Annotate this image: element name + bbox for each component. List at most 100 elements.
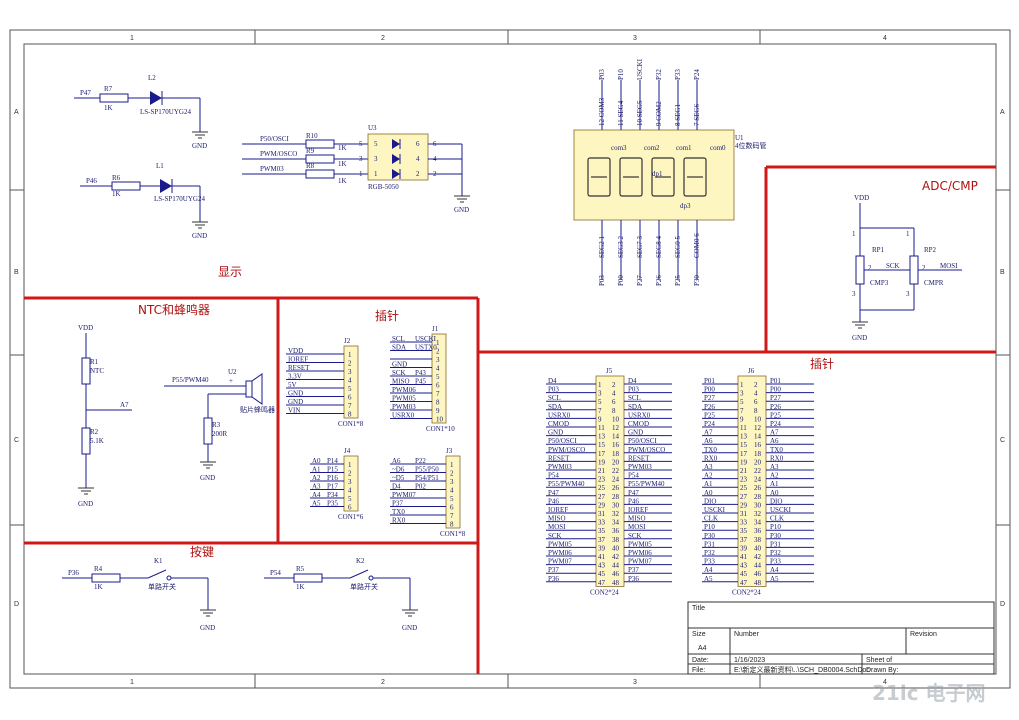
net-label: P33 [704,558,715,566]
pin-number: 1 [852,230,856,238]
value-label: 1K [112,190,121,198]
net-label: A7 [120,401,129,409]
pin-number: 2 [416,170,420,178]
net-label: A2 [704,472,713,480]
pin-number: 1 [348,461,352,469]
seg-bottom-pin-label: SEG3 2 [617,236,625,258]
frame-outer [9,29,1011,689]
seg-digit [651,157,675,197]
net-label: P22 [415,457,426,465]
pin-number: 1 [348,351,352,359]
net-label: CMPR [924,279,944,287]
pin-number: 22 [754,467,762,475]
net-label: GND [628,429,643,437]
net-label: P50/OSCI [260,135,289,143]
net-label: A3 [704,463,713,471]
net-label: P01 [704,377,715,385]
pin-number: 18 [754,450,762,458]
ref-label: R3 [212,421,221,429]
net-label: P00 [770,386,781,394]
net-label: D4 [392,483,401,491]
pin-number: 42 [612,553,620,561]
section-title-keys: 按键 [190,545,214,559]
pin-number: 19 [740,458,748,466]
file-value: E:\新定义最新资料\..\SCH_DB0004.SchDoc [734,665,870,674]
pin-number: 24 [754,476,762,484]
net-label: PWM05 [392,395,416,403]
gnd-label: GND [200,624,215,632]
pin-number: 4 [436,365,440,373]
pin-number: 48 [612,579,620,587]
vdd-label: VDD [78,324,93,332]
part-label: 4位数码管 [735,141,767,150]
pin-number: 39 [598,544,606,552]
net-label: P54 [270,569,281,577]
pin-number: 3 [348,368,352,376]
frame-row-label: C [14,437,19,444]
net-label: P36 [548,575,559,583]
net-label: RESET [288,364,310,372]
net-label: GND [288,398,303,406]
pin-number: 29 [598,501,606,509]
ref-label: L1 [156,162,164,170]
pin-number: 46 [612,570,620,578]
ref-label: U2 [228,368,237,376]
net-label: P17 [327,483,338,491]
net-label: P26 [770,403,781,411]
connector-body [343,455,359,512]
value-label: NTC [90,367,104,375]
net-label: P37 [628,566,639,574]
net-label: D4 [628,377,637,385]
part-label: CON2*24 [590,588,619,596]
pin-number: 2 [922,264,926,272]
seg-top-pin-label: 12 COM3 [598,97,606,126]
frame-col-label: 4 [883,679,887,686]
net-label: A7 [770,429,779,437]
seg-top-net: P32 [655,69,663,80]
pin-number: 1 [598,381,602,389]
drawn-by-label: Drawn By: [866,667,898,674]
net-label: P55/PWM40 [548,480,585,488]
net-label: CLK [770,515,784,523]
seg-top-pin-label: 8 SEG1 [674,104,682,126]
part-label: 单路开关 [148,582,176,591]
section-title-adc: ADC/CMP [922,179,978,193]
net-label: P54/P51 [415,474,439,482]
file-label: File: [692,667,705,674]
rgb-led-u3: P50/OSCI PWM/OSCO PWM03 R10 R9 R8 1K 1K … [242,124,470,214]
pin-number: 17 [740,450,748,458]
pin-number: 1 [374,170,378,178]
seg-com-label: com3 [611,144,627,152]
net-label: SCL [548,394,561,402]
seg-com-label: com2 [644,144,660,152]
gnd-label: GND [402,624,417,632]
pin-number: 1 [740,381,744,389]
gnd-label: GND [78,500,93,508]
pin-number: 6 [348,394,352,402]
net-label: P24 [704,420,715,428]
pin-number: 9 [436,407,440,415]
net-label: P27 [770,394,781,402]
seg-bottom-pin-label: COM0 6 [693,233,701,258]
pin-number: 23 [598,476,606,484]
pin-number: 2 [612,381,616,389]
pin-sign: + [229,377,233,385]
seg-digit [587,157,611,197]
net-label: A4 [312,491,321,499]
pin-number: 4 [612,390,616,398]
net-label: P16 [327,474,338,482]
pin-number: 20 [612,458,620,466]
net-label: P54 [548,472,559,480]
net-label: USTX0 [415,344,437,352]
date-value: 1/16/2023 [734,657,765,664]
seg-top-net: P33 [674,69,682,80]
seg-com-label: com0 [710,144,726,152]
pin-number: 8 [450,521,454,529]
net-label: MOSI [940,262,958,270]
pin-number: 3 [348,478,352,486]
